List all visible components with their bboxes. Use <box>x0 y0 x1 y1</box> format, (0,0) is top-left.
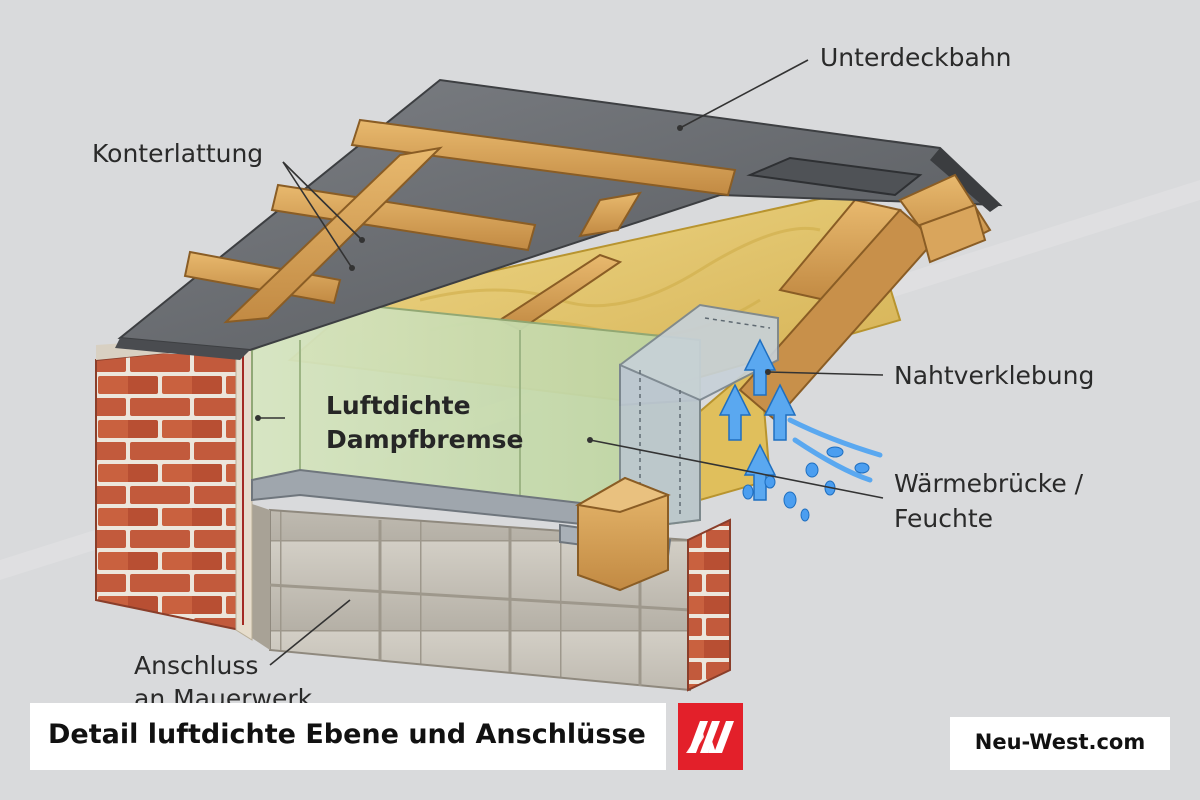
label-anschluss-line1: Anschluss <box>134 650 258 681</box>
caption-title: Detail luftdichte Ebene und Anschlüsse <box>48 719 646 750</box>
label-konterlattung: Konterlattung <box>92 138 263 169</box>
site-box: Neu-West.com <box>950 717 1170 770</box>
site-name: Neu-West.com <box>950 730 1170 754</box>
brick-wall-right <box>688 520 730 690</box>
label-waermebruecke-line1: Wärmebrücke / <box>894 468 1083 499</box>
label-dampfbremse-line2: Dampfbremse <box>326 424 524 455</box>
logo-w-icon <box>678 703 743 770</box>
caption-box: Detail luftdichte Ebene und Anschlüsse <box>30 703 666 770</box>
plaster-strip <box>236 345 252 640</box>
label-dampfbremse-line1: Luftdichte <box>326 390 471 421</box>
label-waermebruecke-line2: Feuchte <box>894 503 993 534</box>
brick-wall-left <box>96 335 250 630</box>
label-unterdeckbahn: Unterdeckbahn <box>820 42 1012 73</box>
brand-logo <box>678 703 743 770</box>
label-nahtverklebung: Nahtverklebung <box>894 360 1094 391</box>
